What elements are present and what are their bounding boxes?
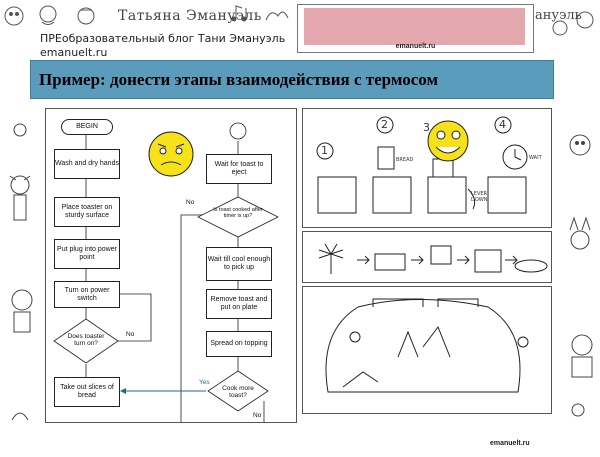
fc-label-no-2: No xyxy=(186,199,195,206)
header-card: emanuelt.ru xyxy=(297,4,534,53)
fc-step-place: Place toaster on sturdy surface xyxy=(54,197,120,227)
author-name: Татьяна Эмануэль xyxy=(118,8,262,24)
card-caption: emanuelt.ru xyxy=(395,43,436,50)
step-number-2: 2 xyxy=(381,118,388,131)
grumpy-face-icon xyxy=(148,131,194,177)
comic-steps-panel: 1 2 3 4 BREAD WAIT LEVER DOWN xyxy=(302,108,552,228)
flowchart-connectors-icon xyxy=(53,122,279,422)
comic-process-panel xyxy=(302,231,552,283)
fc-step-cool: Wait till cool enough to pick up xyxy=(206,247,272,281)
fc-step-spread: Spread on topping xyxy=(206,331,272,357)
fc-step-remove: Remove toast and put on plate xyxy=(206,289,272,319)
site-link[interactable]: emanuelt.ru xyxy=(40,46,108,59)
right-margin-doodles xyxy=(560,0,600,453)
fc-label-no-1: No xyxy=(126,331,135,338)
fc-step-bread: Take out slices of bread xyxy=(54,377,120,407)
fc-decision-turn-on: Does toaster turn on? xyxy=(67,333,105,347)
left-margin-doodles xyxy=(0,0,40,453)
fc-begin: BEGIN xyxy=(61,119,113,135)
label-bread: BREAD xyxy=(396,157,414,163)
toaster-steps-drawing-icon xyxy=(316,116,528,214)
pink-banner xyxy=(304,8,525,45)
fc-step-wait-eject: Wait for toast to eject xyxy=(206,154,272,184)
fc-step-switch: Turn on power switch xyxy=(54,281,120,308)
author-name-right: ануэль xyxy=(535,8,582,23)
fc-label-yes: Yes xyxy=(199,379,210,386)
blog-tagline: ПРЕобразовательный блог Тани Эмануэль xyxy=(40,32,286,45)
doodle-characters-icon xyxy=(9,123,33,421)
fc-step-wash: Wash and dry hands xyxy=(54,149,120,179)
flowchart-panel: BEGIN Wash and dry hands Place toaster o… xyxy=(45,108,297,423)
slide-body: BEGIN Wash and dry hands Place toaster o… xyxy=(40,103,555,425)
smiley-face-icon xyxy=(427,120,469,162)
fc-step-plug: Put plug into power point xyxy=(54,239,120,269)
slide-title: Пример: донести этапы взаимодействия с т… xyxy=(39,70,439,89)
slide-title-bar: Пример: донести этапы взаимодействия с т… xyxy=(30,60,554,99)
footer-site: emanuelt.ru xyxy=(490,440,530,447)
doodle-decoration-icon xyxy=(4,5,594,36)
step-number-3: 3 xyxy=(423,121,430,134)
comic-toaster-scene-panel xyxy=(302,286,552,414)
label-wait: WAIT xyxy=(529,155,542,161)
fc-decision-cooked: Is toast cooked after timer is up? xyxy=(213,207,263,219)
step-number-4: 4 xyxy=(499,118,506,131)
fc-decision-more: Cook more toast? xyxy=(222,385,254,399)
label-lever-down: LEVER DOWN xyxy=(471,191,488,203)
doodle-characters-icon xyxy=(569,134,593,417)
step-number-1: 1 xyxy=(321,144,328,157)
giant-toaster-drawing-icon xyxy=(325,298,529,393)
fc-label-no-3: No xyxy=(253,412,262,419)
bread-process-drawing-icon xyxy=(318,243,548,274)
